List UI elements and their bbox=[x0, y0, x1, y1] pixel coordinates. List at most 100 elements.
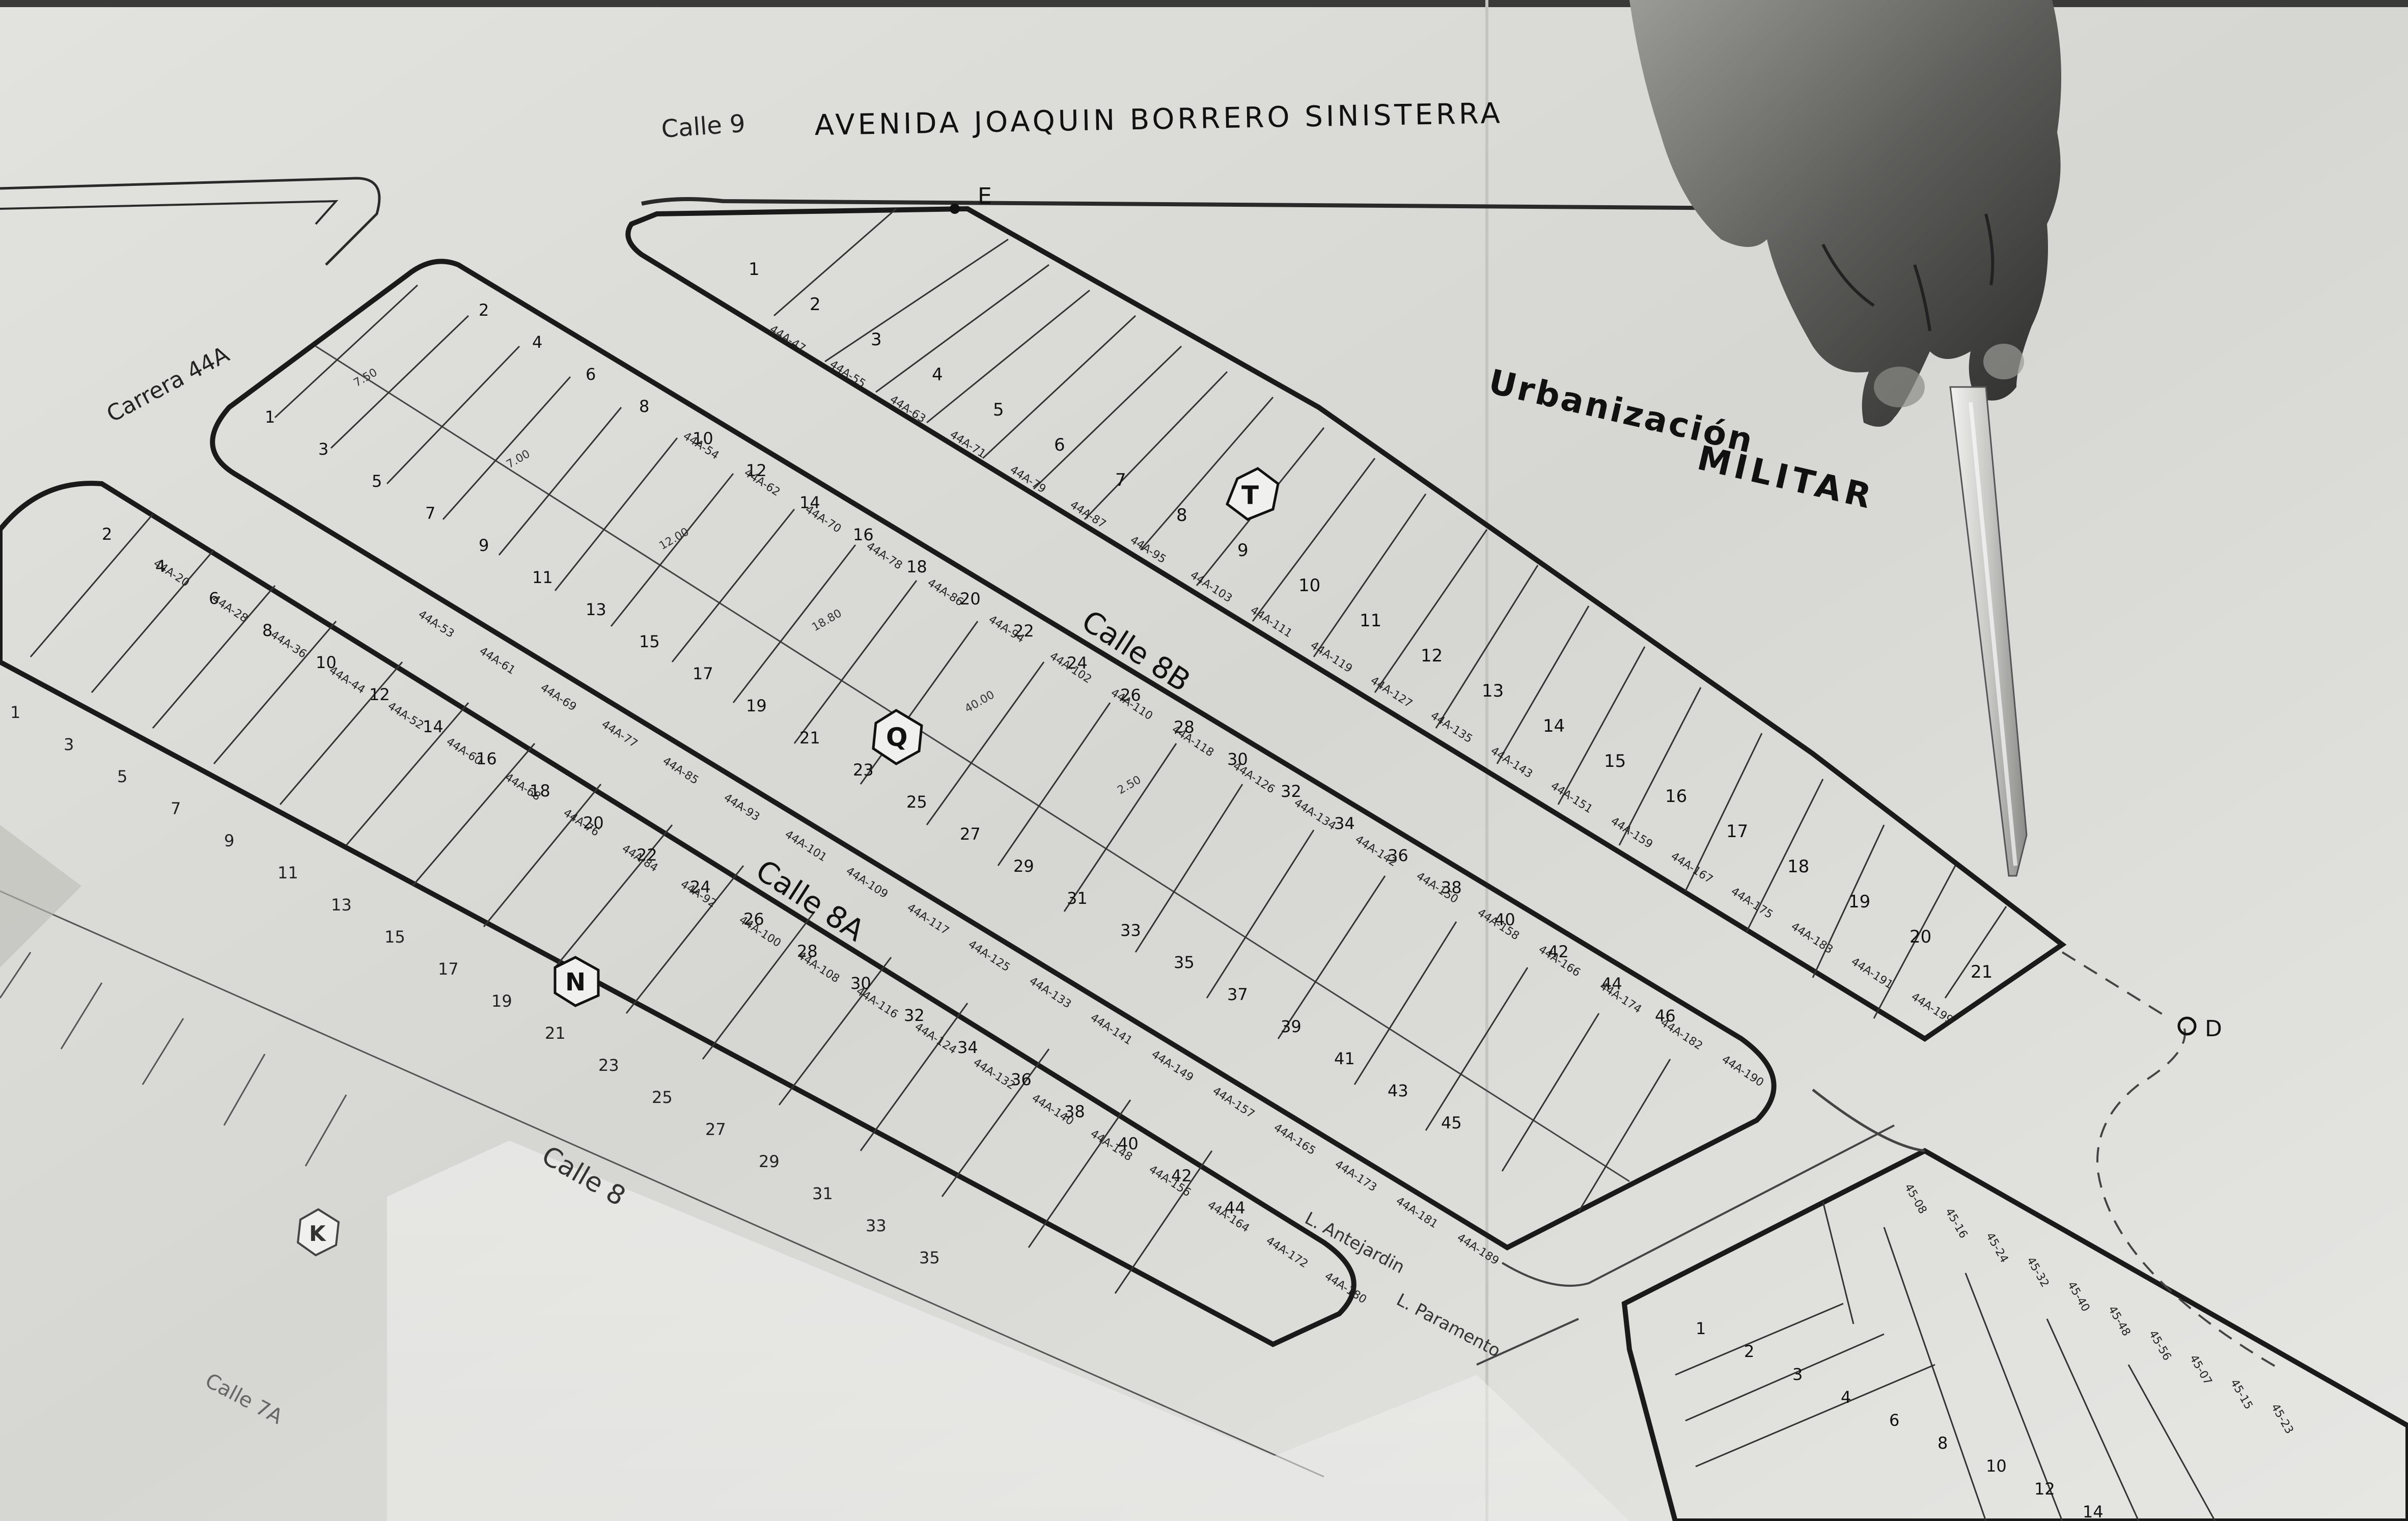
lot-number: 16 bbox=[853, 525, 874, 544]
lot-number: 15 bbox=[384, 927, 405, 947]
lot-number: 8 bbox=[1176, 505, 1187, 526]
lot-number: 18 bbox=[906, 557, 927, 576]
lot-number: 2 bbox=[1744, 1342, 1754, 1361]
lot-number: 3 bbox=[1792, 1365, 1803, 1384]
lot-number: 33 bbox=[866, 1216, 887, 1235]
lot-number: 38 bbox=[1441, 878, 1462, 897]
lot-number: 12 bbox=[2034, 1479, 2055, 1499]
lot-number: 10 bbox=[1986, 1456, 2007, 1476]
lot-number: 24 bbox=[1067, 653, 1088, 673]
block-k bbox=[0, 890, 1324, 1478]
lot-number: 31 bbox=[1067, 889, 1088, 908]
title-prefix: Calle 9 bbox=[660, 109, 746, 144]
lot-number: 3 bbox=[64, 735, 74, 754]
lot-number: 36 bbox=[1388, 846, 1408, 865]
lot-number: 30 bbox=[1227, 750, 1248, 769]
lot-number: 23 bbox=[853, 760, 874, 780]
lot-number: 25 bbox=[906, 792, 927, 812]
lot-number: 31 bbox=[812, 1184, 833, 1203]
lot-number: 46 bbox=[1655, 1006, 1676, 1026]
lot-number: 3 bbox=[318, 439, 328, 459]
lot-number: 16 bbox=[1665, 786, 1687, 807]
block-q bbox=[210, 259, 1777, 1251]
block-t bbox=[625, 206, 2067, 1042]
lot-number: 32 bbox=[904, 1006, 925, 1025]
lot-number: 6 bbox=[586, 365, 596, 384]
lot-number: 6 bbox=[1054, 435, 1065, 455]
pen bbox=[1949, 386, 2028, 877]
block-letter-k: K bbox=[296, 1208, 340, 1257]
lot-number: 17 bbox=[693, 664, 713, 683]
point-d-label: D bbox=[2205, 1016, 2222, 1042]
lot-number: 15 bbox=[639, 632, 660, 651]
lot-number: 10 bbox=[693, 429, 713, 448]
point-d-marker bbox=[2177, 1016, 2197, 1036]
lot-number: 22 bbox=[1013, 621, 1034, 641]
lot-number: 13 bbox=[586, 600, 606, 619]
lot-number: 12 bbox=[1421, 646, 1443, 666]
lot-number: 13 bbox=[331, 895, 352, 915]
lot-number: 21 bbox=[1971, 962, 1992, 982]
lot-number: 1 bbox=[10, 703, 20, 722]
block-letter-n: N bbox=[553, 956, 600, 1007]
lot-number: 20 bbox=[960, 589, 981, 609]
lot-number: 4 bbox=[532, 333, 542, 352]
svg-text:K: K bbox=[309, 1221, 326, 1246]
lot-number: 7 bbox=[1115, 470, 1126, 490]
lot-number: 6 bbox=[1889, 1411, 1899, 1430]
lot-number: 1 bbox=[1696, 1319, 1706, 1338]
lot-number: 30 bbox=[850, 974, 871, 993]
lot-number: 44 bbox=[1601, 974, 1622, 993]
lot-number: 4 bbox=[155, 557, 165, 576]
block-n bbox=[0, 481, 1357, 1347]
lot-number: 8 bbox=[1938, 1433, 1948, 1453]
lot-number: 26 bbox=[1120, 685, 1141, 705]
lot-number: 20 bbox=[583, 813, 604, 833]
lot-number: 14 bbox=[2083, 1502, 2103, 1521]
lot-number: 43 bbox=[1388, 1081, 1408, 1100]
lot-number: 34 bbox=[957, 1038, 978, 1057]
lot-number: 11 bbox=[532, 568, 553, 587]
lot-number: 39 bbox=[1281, 1017, 1302, 1036]
lot-number: 44 bbox=[1225, 1198, 1245, 1218]
shadow-corner bbox=[0, 825, 81, 967]
lot-number: 33 bbox=[1120, 921, 1141, 940]
lot-number: 40 bbox=[1494, 910, 1515, 929]
avenida-boundary bbox=[0, 177, 1834, 266]
lot-number: 41 bbox=[1334, 1049, 1355, 1068]
lot-number: 18 bbox=[530, 781, 550, 800]
lot-number: 29 bbox=[759, 1152, 780, 1171]
lot-number: 6 bbox=[209, 589, 219, 608]
lot-number: 10 bbox=[1298, 575, 1320, 596]
lot-number: 14 bbox=[423, 717, 444, 736]
block-letter-q: Q bbox=[872, 709, 923, 765]
lot-number: 18 bbox=[1787, 856, 1809, 877]
lot-number: 4 bbox=[932, 365, 943, 385]
lot-number: 34 bbox=[1334, 814, 1355, 833]
lot-number: 8 bbox=[639, 397, 649, 416]
lot-number: 15 bbox=[1604, 751, 1626, 771]
lot-number: 2 bbox=[810, 294, 821, 315]
lot-number: 9 bbox=[224, 831, 234, 850]
lot-number: 16 bbox=[476, 749, 497, 768]
lot-number: 2 bbox=[102, 524, 112, 544]
lot-number: 5 bbox=[993, 400, 1004, 420]
svg-text:T: T bbox=[1241, 481, 1259, 510]
lot-number: 3 bbox=[871, 329, 882, 350]
lot-number: 19 bbox=[491, 991, 512, 1011]
lot-number: 11 bbox=[1360, 611, 1381, 631]
lot-number: 5 bbox=[117, 767, 127, 786]
lot-number: 27 bbox=[960, 824, 981, 844]
lot-number: 19 bbox=[746, 696, 767, 715]
lot-number: 2 bbox=[479, 300, 489, 320]
lot-number: 11 bbox=[278, 863, 298, 882]
lot-number: 35 bbox=[1174, 953, 1195, 972]
lot-number: 38 bbox=[1064, 1102, 1085, 1121]
lot-number: 21 bbox=[545, 1024, 566, 1043]
lot-number: 7 bbox=[171, 799, 181, 818]
lot-number: 24 bbox=[690, 877, 711, 897]
lot-number: 1 bbox=[265, 407, 275, 427]
lot-number: 26 bbox=[743, 909, 764, 929]
lot-number: 42 bbox=[1171, 1166, 1192, 1185]
lot-number: 20 bbox=[1909, 927, 1931, 947]
